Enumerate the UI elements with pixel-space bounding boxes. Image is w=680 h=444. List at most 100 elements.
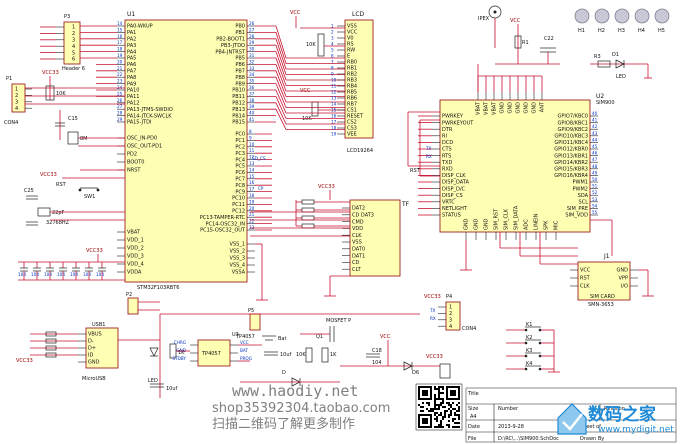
stm32-mcu: PA0-WKUP14PA115PA216PA317PA418PA519PA620… — [80, 11, 276, 301]
sim900-pin-l-2: DTR — [442, 127, 453, 133]
stm32-pin-rt-10: PB10 — [232, 88, 245, 94]
diode-label: D — [282, 370, 286, 376]
lcd-pin-14: CS1 — [347, 108, 357, 114]
stm32-pin-lt-num-8: 22 — [117, 72, 123, 77]
sim900-pin-b-4: SIM_CLK — [504, 208, 510, 230]
stm32-pin-rm-3: PC3 — [235, 151, 245, 157]
r3-label: R3 — [594, 54, 601, 60]
sim900-pin-r-num-12: 52 — [592, 190, 598, 195]
vcc-label-1: VCC — [290, 10, 301, 16]
sim900-pin-r-8: GPIO15/KBR3 — [554, 167, 588, 173]
stm32-pin-rm-num-14: 22 — [249, 219, 255, 224]
r10k-2: 10K — [302, 116, 312, 122]
sim900-pin-t-2: VBAT — [492, 101, 498, 115]
stm32-pin-rt-2: PB2-BOOT1 — [216, 37, 245, 43]
stm32-pin-lt-5: PA5 — [127, 56, 136, 62]
stm32-pin-lt-13: PA13-JTMS-SWDIO — [127, 107, 173, 113]
watermark-line1: www.haodiy.net — [232, 382, 358, 400]
sim-card-variant: SMN-3653 — [588, 302, 614, 308]
stm32-pin-rt-6: PB6 — [235, 62, 245, 68]
p3-pin-1: 2 — [72, 31, 75, 37]
drawn-label: Drawn By — [580, 436, 604, 442]
sim900-pin-r-num-1: 41 — [592, 118, 598, 123]
stm32-pin-rm-num-12: 20 — [249, 206, 255, 211]
sim900-pin-r-4: GPIO11/KBC4 — [554, 140, 588, 146]
stm32-pin-rm-7: PC7 — [235, 177, 245, 183]
stm32-pin-rt-14: PB14 — [232, 113, 245, 119]
hole-label-4: H5 — [658, 28, 665, 34]
p1-pin-1: 2 — [15, 93, 18, 99]
tp-pin-3: VCC — [240, 340, 249, 345]
stm32-pin-rm-num-15: 23 — [249, 225, 255, 230]
usb-pin-0: VBUS — [88, 332, 102, 338]
sim900-pin-r-12: SDA — [578, 193, 589, 199]
stm32-pin-rm-12: PC12 — [232, 209, 245, 215]
stm32-pin-rm-num-6: 14 — [249, 167, 255, 172]
lcd-pin-num-9: 10 — [331, 78, 337, 83]
stm32-pin-rm-num-7: 15 — [249, 174, 255, 179]
stm32-pin-rm-11: PC11 — [232, 202, 245, 208]
stm32-pin-rm-num-0: 8 — [249, 129, 252, 134]
lcd-pin-num-1: 2 — [331, 30, 334, 35]
sim900-module: PWRKEYPWRKEYOUTDTRRIDCDCTSRTSTXDRXDDISP_… — [418, 64, 615, 271]
sd-pin-7: DAT1 — [352, 253, 365, 259]
sd-pin-9: CLT — [352, 267, 362, 273]
mounting-hole-icon — [574, 8, 590, 24]
stm32-pin-lt-num-12: 26 — [117, 98, 123, 103]
lcd-pin-5: E — [347, 54, 350, 60]
stm32-pin-lt-num-5: 19 — [117, 53, 123, 58]
xtal-8m-label: 8M — [80, 136, 88, 142]
vcc-power: VCC — [380, 334, 391, 340]
led-label-2: LED — [148, 378, 158, 384]
stm32-pin-lm-4: NRST — [127, 168, 141, 174]
stm32-pin-lb-0: VBAT — [127, 230, 141, 236]
ipex-label: IPEX — [478, 16, 490, 22]
lcd-pin-3: RS — [347, 42, 354, 48]
c25-label: C25 — [24, 188, 34, 194]
watermark-line3: 扫描二维码了解更多制作 — [212, 416, 355, 432]
sim900-pin-l-12: DISP_CS — [442, 193, 463, 199]
mosfet-label: MOSFET P — [326, 318, 351, 324]
stm32-pin-lt-15: PA15-JTDI — [127, 120, 151, 126]
p3-pin-5: 6 — [72, 57, 75, 63]
stm32-pin-rm-13: PC13-TAMPER-RTC — [200, 215, 246, 221]
stm32-pin-rm-num-1: 9 — [249, 135, 252, 140]
key-label-4: K4 — [526, 361, 532, 367]
sim900-pin-r-3: GPIO10/KBC3 — [554, 134, 588, 140]
decap-label-4: 104 — [70, 272, 78, 277]
stm32-pin-rm-2: PC2 — [235, 145, 245, 151]
rst-label: RST — [56, 182, 67, 188]
lcd-pin-num-17: 18 — [331, 126, 337, 131]
stm32-pin-rt-num-6: 32 — [249, 59, 255, 64]
r10k-mos: 10K — [296, 352, 306, 358]
tp-pin-1: GND — [176, 348, 186, 353]
sim900-pin-l-5: CTS — [442, 147, 452, 153]
sim900-pin-t-1: VBAT — [484, 101, 490, 115]
header-p1-part: CON4 — [4, 120, 18, 126]
stm32-pin-rt-num-1: 27 — [249, 27, 255, 32]
stm32-pin-rt-11: PB11 — [232, 94, 245, 100]
sim900-pin-b-5: SIM_DATA — [514, 205, 520, 230]
title-label: Title — [467, 391, 479, 397]
stm32-pin-lt-num-1: 15 — [117, 27, 123, 32]
lcd-pin-num-4: 5 — [331, 48, 334, 53]
stm32-pin-rt-num-4: 30 — [249, 47, 255, 52]
simcard-right-pin-2: I/O — [621, 284, 628, 290]
stm32-pin-lt-4: PA4 — [127, 49, 136, 55]
p4-pin-3: 4 — [449, 324, 452, 330]
header-p5-ref: P5 — [248, 308, 254, 314]
stm32-pin-rm-num-8: 16 — [249, 180, 255, 185]
sim900-pin-r-6: GPIO13/KBR1 — [554, 153, 588, 159]
p4-tx: TX — [429, 308, 436, 313]
sim900-pin-l-7: TXD — [441, 160, 452, 166]
lcd-pin-num-6: 7 — [331, 60, 334, 65]
header-p4-ref: P4 — [446, 294, 452, 300]
p4-rx: RX — [430, 316, 436, 321]
mounting-hole-icon — [654, 8, 670, 24]
stm32-pin-rt-num-10: 36 — [249, 85, 255, 90]
revision-label: Revision — [604, 406, 625, 412]
stm32-right-top-pins: PB026PB127PB2-BOOT128PB3-JTDO29PB4-JNTRS… — [215, 21, 276, 126]
stm32-pin-rt-13: PB13 — [232, 107, 245, 113]
